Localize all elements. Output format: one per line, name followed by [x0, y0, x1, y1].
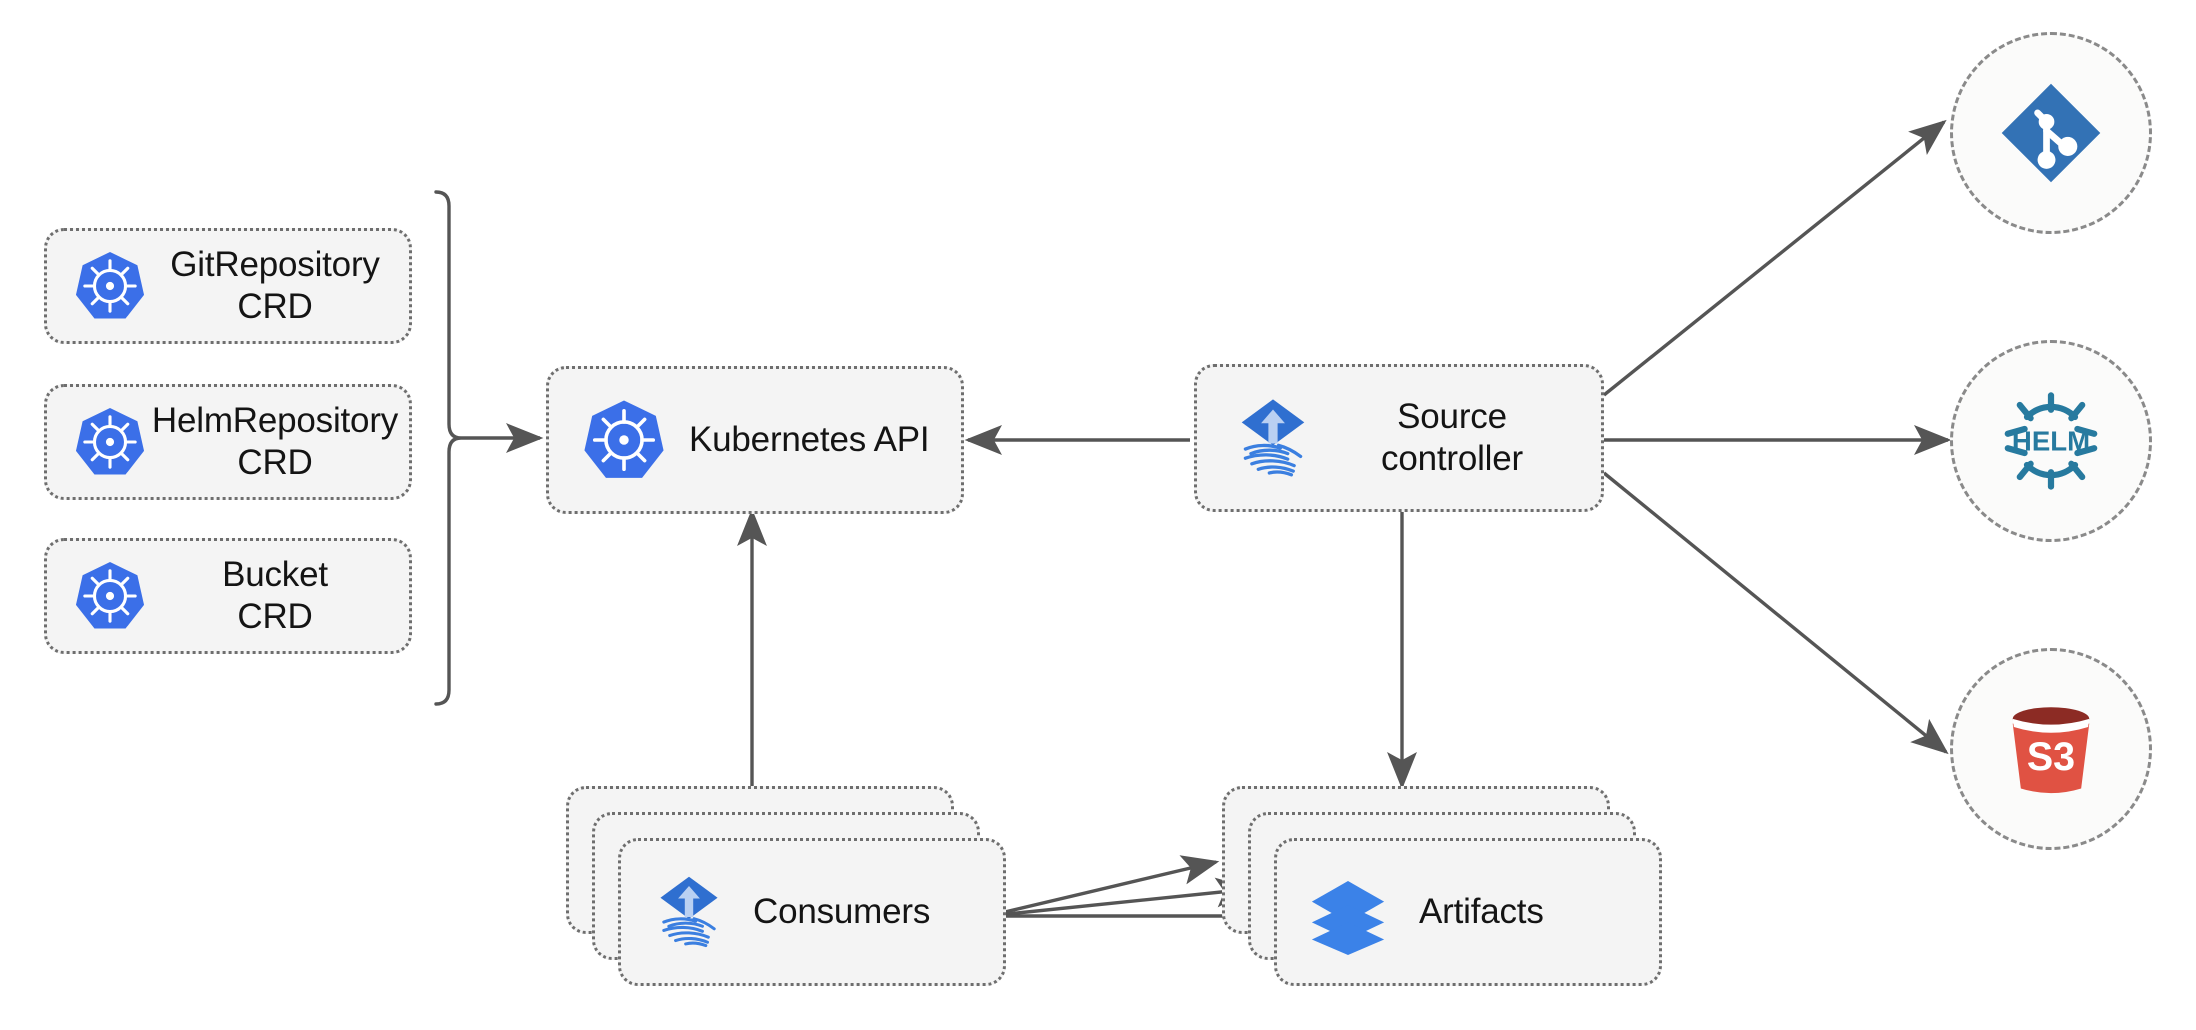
external-source-helm[interactable]: HELM [1950, 340, 2152, 542]
s3-bucket-icon: S3 [1993, 691, 2109, 807]
s3-label: S3 [2027, 735, 2075, 779]
node-source-controller[interactable]: Source controller [1194, 364, 1604, 512]
artifacts-layer-front[interactable]: Artifacts [1274, 838, 1662, 986]
git-icon [1995, 77, 2107, 189]
helm-icon: HELM [1991, 381, 2111, 501]
node-label: Artifacts [1419, 892, 1544, 931]
crd-box-helmrepository[interactable]: HelmRepository CRD [44, 384, 412, 500]
kubernetes-icon [73, 405, 147, 479]
node-label: Source controller [1381, 397, 1523, 478]
consumers-layer-front[interactable]: Consumers [618, 838, 1006, 986]
helm-label: HELM [2012, 426, 2090, 457]
kubernetes-icon [73, 249, 147, 323]
node-kubernetes-api[interactable]: Kubernetes API [546, 366, 964, 514]
crd-box-gitrepository[interactable]: GitRepository CRD [44, 228, 412, 344]
crd-label: GitRepository CRD [170, 245, 380, 326]
node-label: Kubernetes API [689, 420, 930, 459]
arrow-source-controller-to-git [1602, 119, 1947, 397]
layers-icon [1305, 869, 1391, 955]
crd-label: HelmRepository CRD [151, 401, 399, 482]
flux-icon [647, 870, 731, 954]
node-artifacts-stack[interactable]: Artifacts [1222, 786, 1662, 996]
external-source-s3[interactable]: S3 [1950, 648, 2152, 850]
arrow-consumers-to-artifacts-1 [987, 855, 1220, 918]
node-consumers-stack[interactable]: Consumers [566, 786, 1006, 996]
kubernetes-icon [73, 559, 147, 633]
arrow-source-controller-to-s3 [1602, 471, 1949, 755]
flux-icon [1227, 392, 1319, 484]
crd-label: Bucket CRD [222, 555, 328, 636]
crd-group-bracket [434, 190, 462, 706]
crd-box-bucket[interactable]: Bucket CRD [44, 538, 412, 654]
node-label: Consumers [753, 892, 931, 931]
arrow-consumers-to-artifacts-2 [987, 877, 1254, 918]
kubernetes-icon [581, 397, 667, 483]
external-source-git[interactable] [1950, 32, 2152, 234]
